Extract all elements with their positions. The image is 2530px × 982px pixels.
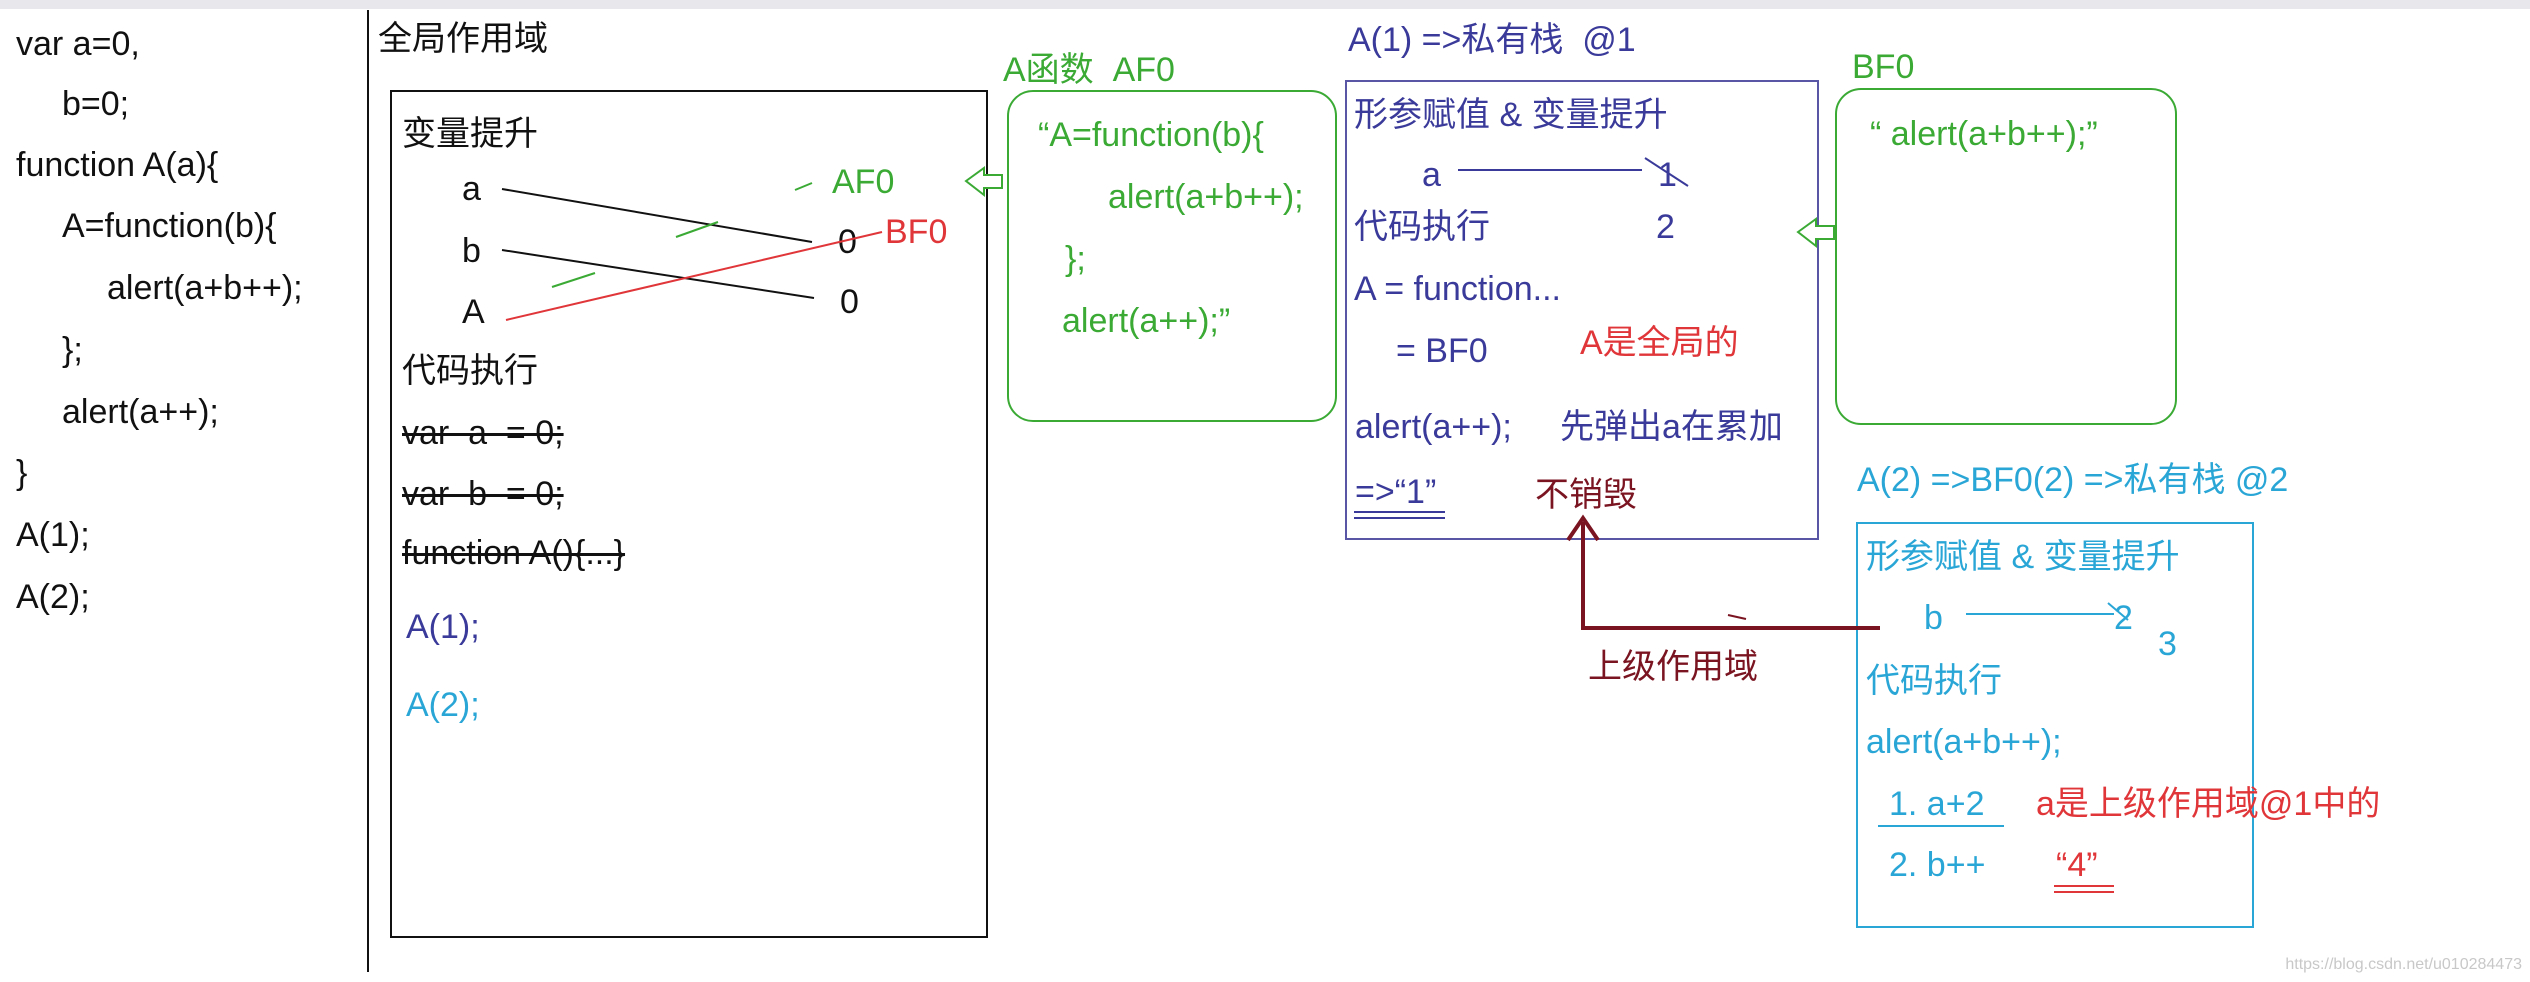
stack2-step1: 1. a+2 <box>1889 785 1985 823</box>
af0-line2: alert(a+b++); <box>1108 178 1304 216</box>
code-line: A(2); <box>16 578 90 616</box>
hollow-arrow-icon <box>1796 217 1835 249</box>
global-scope-title: 全局作用域 <box>378 20 548 58</box>
code-line: b=0; <box>62 85 130 123</box>
stack1-assign: A = function... <box>1354 270 1561 308</box>
hollow-arrow-icon <box>964 166 1003 198</box>
stack2-b-new: 3 <box>2158 625 2177 663</box>
stack1-note-global: A是全局的 <box>1580 324 1739 362</box>
code-line: alert(a+b++); <box>107 269 303 307</box>
code-line: A=function(b){ <box>62 207 277 245</box>
global-pointer-lines <box>501 182 883 321</box>
stack1-alert-note: 先弹出a在累加 <box>1560 408 1783 446</box>
stack2-b-arrow <box>1966 602 2129 621</box>
code-line: function A(a){ <box>16 146 219 184</box>
ref-af0: AF0 <box>832 163 895 201</box>
call-a2: A(2); <box>406 686 480 724</box>
bf0-box <box>1835 88 2177 425</box>
stack2-alert: alert(a+b++); <box>1866 723 2062 761</box>
exec-title: 代码执行 <box>402 352 538 390</box>
bf0-code: “ alert(a+b++);” <box>1870 115 2098 153</box>
call-a1: A(1); <box>406 608 480 646</box>
top-border <box>0 0 2530 9</box>
stack2-title: A(2) =>BF0(2) =>私有栈 @2 <box>1857 461 2289 499</box>
value-zero-a: 0 <box>838 223 857 261</box>
parent-scope-arrow <box>1566 514 1880 630</box>
stmt-function: function A(){...} <box>402 534 626 572</box>
var-a-label: a <box>462 170 481 208</box>
code-line: alert(a++); <box>62 393 219 431</box>
stack1-a-old: 1 <box>1658 156 1677 194</box>
af0-title: A函数 AF0 <box>1003 51 1175 89</box>
stack1-title: A(1) =>私有栈 @1 <box>1348 21 1636 59</box>
stack2-step2: 2. b++ <box>1889 846 1986 884</box>
var-b-label: b <box>462 232 481 270</box>
global-scope-box <box>390 90 988 938</box>
stack2-result: “4” <box>2056 846 2098 884</box>
stack2-exec-title: 代码执行 <box>1866 662 2002 700</box>
stack1-result: =>“1” <box>1355 473 1437 511</box>
stmt-var-b: var b = 0; <box>402 475 564 513</box>
stack1-a-label: a <box>1422 156 1441 194</box>
code-line: } <box>16 454 28 492</box>
af0-line1: “A=function(b){ <box>1038 116 1264 154</box>
watermark: https://blog.csdn.net/u010284473 <box>2285 956 2522 973</box>
stack2-result-underline <box>2054 885 2114 893</box>
af0-line4: alert(a++);” <box>1062 302 1231 340</box>
stack1-exec-title: 代码执行 <box>1354 208 1490 246</box>
not-destroyed-note: 不销毁 <box>1535 476 1637 514</box>
af0-box <box>1007 90 1337 422</box>
stack2-b-old: 2 <box>2114 599 2133 637</box>
stack2-b-label: b <box>1924 599 1943 637</box>
stack2-box <box>1856 522 2254 928</box>
var-A-label: A <box>462 293 485 331</box>
ref-bf0: BF0 <box>885 213 948 251</box>
bf0-title: BF0 <box>1852 48 1915 86</box>
af0-line3: }; <box>1065 240 1086 278</box>
code-line: }; <box>62 331 83 369</box>
stmt-var-a: var a = 0; <box>402 414 564 452</box>
code-line: var a=0, <box>16 25 140 63</box>
stack1-a-arrow <box>1458 157 1689 187</box>
hoist-title: 变量提升 <box>402 115 538 153</box>
stack2-param-title: 形参赋值 & 变量提升 <box>1866 538 2180 576</box>
stack2-step1-note: a是上级作用域@1中的 <box>2036 785 2381 823</box>
stack1-param-title: 形参赋值 & 变量提升 <box>1354 96 1668 134</box>
stack1-result-underline <box>1354 511 1445 519</box>
stack1-a-new: 2 <box>1656 208 1675 246</box>
parent-scope-note: 上级作用域 <box>1588 648 1758 686</box>
value-zero-b: 0 <box>840 283 859 321</box>
code-line: A(1); <box>16 516 90 554</box>
divider-line <box>367 10 369 972</box>
stack1-assign-ref: = BF0 <box>1396 332 1488 370</box>
stack1-alert: alert(a++); <box>1355 408 1512 446</box>
